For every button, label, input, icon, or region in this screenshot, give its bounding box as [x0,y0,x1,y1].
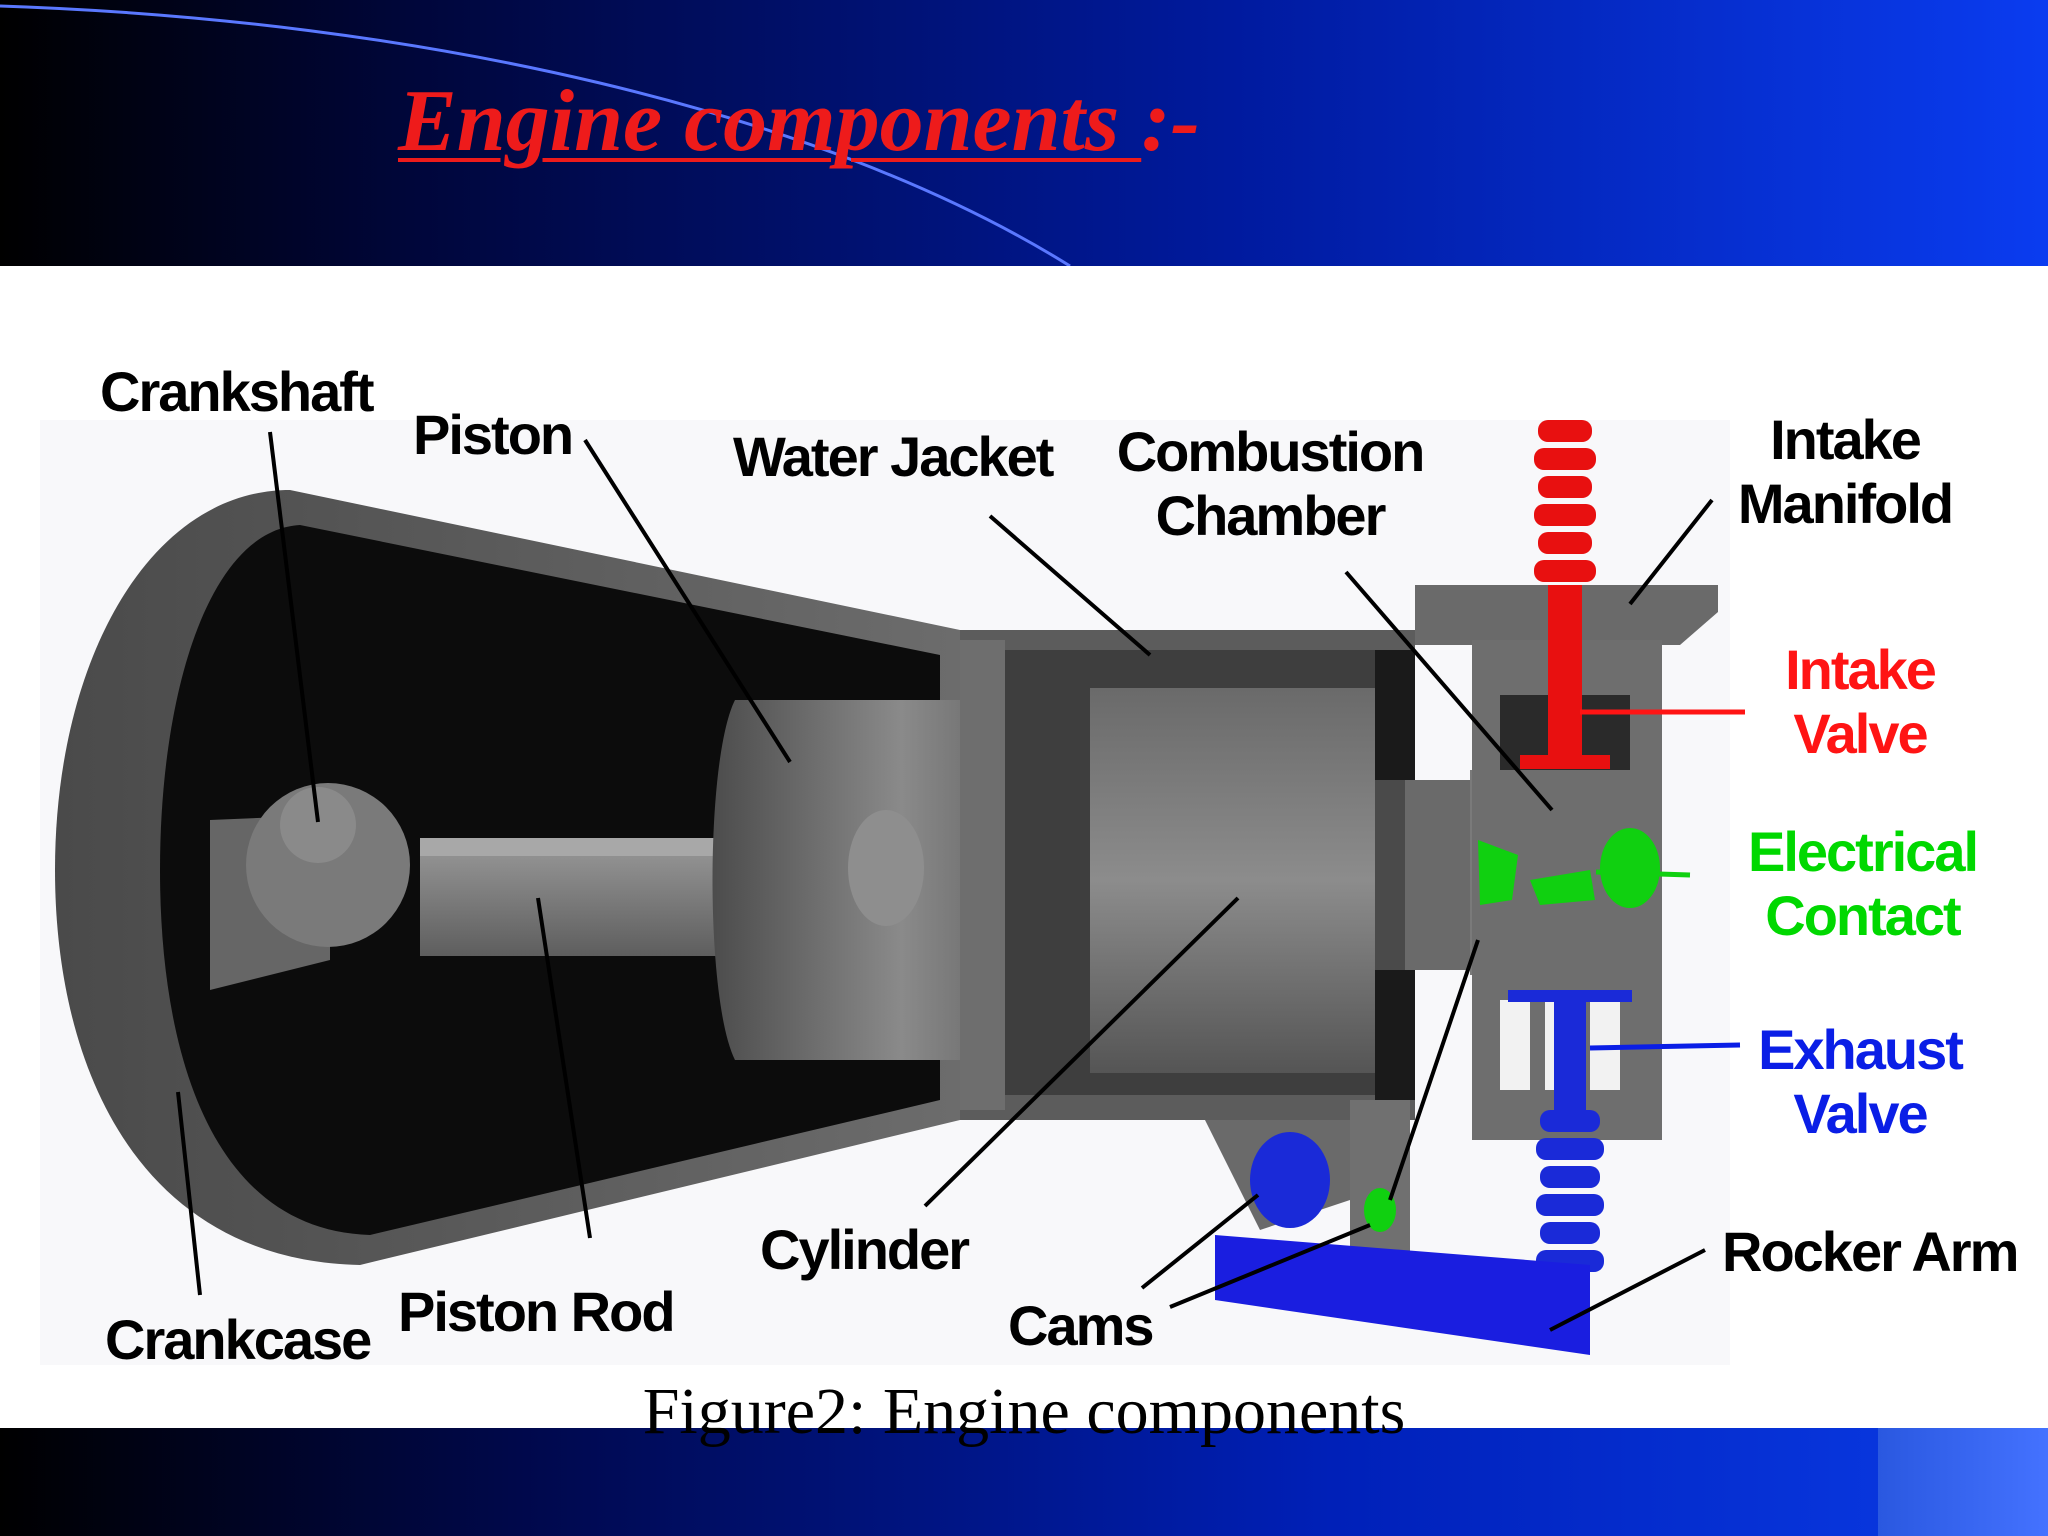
label-electrical-contact-line1: Electrical [1747,820,1979,883]
figure-caption: Figure2: Engine components [642,1375,1406,1448]
cams-part [1205,1100,1410,1260]
label-intake-manifold-line1: Intake [1770,408,1922,471]
label-cylinder: Cylinder [760,1218,970,1281]
electrical-contact-leader [1595,869,1691,878]
label-exhaust-valve: Exhaust Valve [1745,1018,1975,1146]
leader-lines [176,431,1714,1332]
exhaust-valve-leader [1589,1042,1741,1051]
label-electrical-contact-line2: Contact [1765,884,1961,947]
header-decorative-arc [0,4,1071,266]
label-cams: Cams [1008,1294,1155,1357]
intake-valve-part [1520,420,1610,769]
label-intake-manifold-line2: Manifold [1737,472,1954,535]
label-combustion-chamber: Combustion Chamber [1110,420,1430,548]
exhaust-valve-part [1508,990,1632,1272]
label-exhaust-valve-line2: Valve [1793,1082,1928,1145]
label-water-jacket: Water Jacket [733,425,1054,488]
label-crankcase: Crankcase [105,1308,372,1371]
slide-title-suffix: :- [1141,73,1200,170]
label-intake-manifold: Intake Manifold [1730,408,1960,536]
electrical-contact-part [1478,828,1660,908]
label-combustion-chamber-line2: Chamber [1155,484,1387,547]
label-crankshaft: Crankshaft [100,360,375,423]
label-intake-valve-line1: Intake [1785,638,1937,701]
slide-footer-band [0,1428,2048,1536]
crankshaft-part [246,783,410,947]
cylinder-block [960,630,1415,1120]
slide-title-text: Engine components [398,73,1142,170]
rocker-arm-part [1215,1235,1590,1355]
label-piston-rod: Piston Rod [398,1280,676,1343]
slide-header-band [0,0,2048,266]
label-intake-valve-line2: Valve [1793,702,1928,765]
label-electrical-contact: Electrical Contact [1735,820,1990,948]
footer-corner-accent [1878,1428,2048,1536]
label-rocker-arm: Rocker Arm [1722,1220,2019,1283]
label-intake-valve: Intake Valve [1755,638,1965,766]
label-exhaust-valve-line1: Exhaust [1758,1018,1964,1081]
slide-title: Engine components :- [398,78,1200,166]
label-combustion-chamber-line1: Combustion [1116,420,1426,483]
label-piston: Piston [413,403,574,466]
